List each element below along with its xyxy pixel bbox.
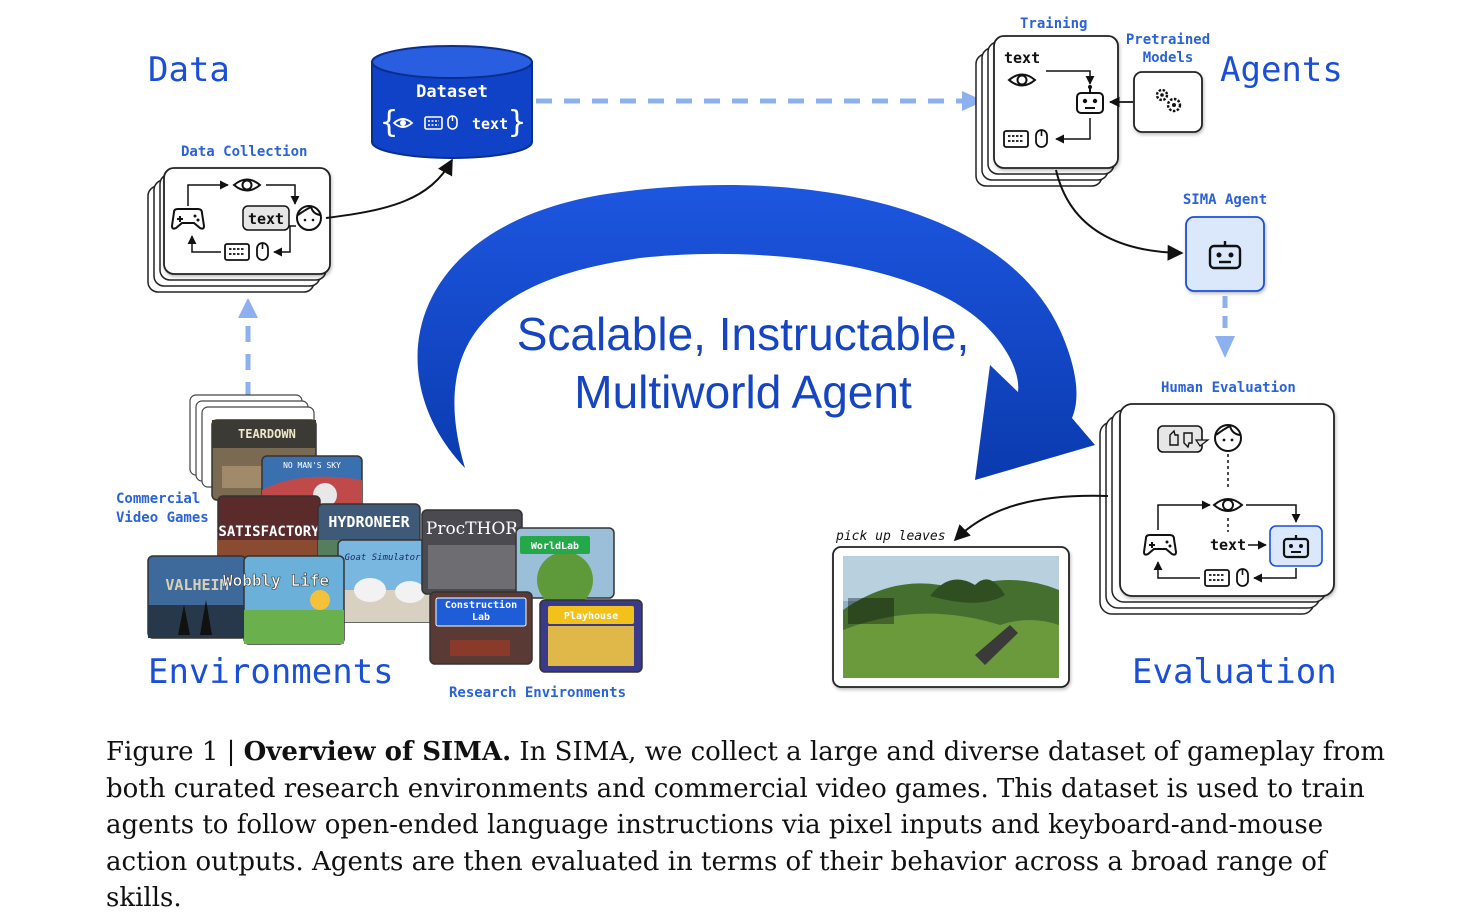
dataset-brace-left: { [380, 105, 398, 140]
section-label-environments: Environments [148, 652, 394, 692]
caption-prefix: Figure 1 | [106, 737, 244, 767]
env-to-collection-arrowhead [238, 298, 258, 318]
research-envs-collage: ProcTHOR WorldLab Construction Lab Playh… [421, 509, 643, 673]
env-tile-worldlab: WorldLab [515, 527, 615, 608]
data-collection-label: Data Collection [181, 144, 307, 160]
eval-to-screenshot-arrow [953, 494, 1109, 542]
game-title-teardown: TEARDOWN [238, 427, 296, 441]
game-tile-wobbly-life: Wobbly Life [223, 555, 345, 645]
agent-to-eval-arrowhead [1215, 336, 1235, 358]
sima-agent-label: SIMA Agent [1183, 192, 1267, 208]
keyboard-icon [1204, 569, 1230, 587]
eye-icon [232, 178, 262, 192]
center-title-line1: Scalable, Instructable, [517, 308, 970, 360]
game-title-valheim: VALHEIM [165, 576, 228, 594]
commercial-games-label-line1: Commercial [116, 491, 200, 507]
keyboard-icon [424, 116, 443, 130]
center-title-line2: Multiworld Agent [574, 366, 912, 418]
mouse-icon [1236, 568, 1249, 587]
center-title: Scalable, Instructable, Multiworld Agent [517, 308, 970, 418]
game-tile-goat-simulator: Goat Simulator 3 [337, 539, 439, 623]
mouse-icon [256, 242, 269, 261]
env-tile-playhouse: Playhouse [539, 599, 643, 673]
robot-icon [1076, 85, 1104, 114]
commercial-games-label-line2: Video Games [116, 510, 209, 526]
gamepad-icon [1142, 534, 1178, 556]
game-title-wobbly-life: Wobbly Life [223, 571, 329, 590]
eye-icon [1007, 73, 1037, 87]
env-title-construction-lab-line1: Construction [445, 599, 517, 611]
section-label-data: Data [148, 50, 230, 90]
eye-icon [392, 118, 414, 128]
env-title-construction-lab-line2: Lab [472, 612, 490, 623]
human-eval-card: text [1099, 403, 1335, 615]
game-title-goat-simulator: Goat Simulator 3 [345, 553, 432, 563]
collection-to-dataset-arrow [325, 158, 453, 219]
env-title-playhouse: Playhouse [564, 611, 618, 622]
robot-icon [1282, 535, 1310, 559]
game-tile-valheim: VALHEIM [147, 555, 247, 639]
screenshot-instruction: pick up leaves [835, 529, 946, 544]
feedback-bubble-icon [1157, 425, 1210, 453]
person-face-icon [296, 205, 322, 231]
caption-body: In SIMA, we collect a large and diverse … [106, 737, 1386, 913]
pretrained-models-box [1133, 71, 1203, 133]
env-tile-procthor: ProcTHOR [421, 509, 523, 595]
training-label: Training [1020, 16, 1087, 32]
game-title-hydroneer: HYDRONEER [328, 513, 410, 531]
data-collection-card: text [147, 167, 331, 293]
figure-caption: Figure 1 | Overview of SIMA. In SIMA, we… [106, 734, 1396, 917]
training-text-label: text [1004, 49, 1040, 67]
dataset-to-training-arrowhead [962, 91, 984, 111]
human-eval-label: Human Evaluation [1161, 380, 1296, 396]
research-envs-label: Research Environments [449, 685, 626, 701]
env-title-procthor: ProcTHOR [426, 519, 519, 539]
mouse-icon [447, 115, 458, 130]
pretrained-label-line1: Pretrained [1126, 32, 1210, 48]
keyboard-icon [1003, 130, 1029, 148]
robot-icon [1208, 241, 1242, 270]
dataset-brace-right: } [508, 105, 526, 140]
data-collection-text-chip: text [248, 210, 284, 228]
game-title-no-mans-sky: NO MAN'S SKY [283, 461, 341, 470]
dataset-cylinder: Dataset { } text [371, 45, 533, 159]
gears-icon [1155, 88, 1182, 113]
training-to-agent-arrow [1055, 169, 1184, 261]
pretrained-label-line2: Models [1143, 50, 1194, 66]
gameplay-screenshot [832, 546, 1070, 688]
mouse-icon [1035, 129, 1048, 148]
dataset-token-text: text [472, 115, 508, 133]
training-card: text [975, 35, 1119, 187]
game-title-satisfactory: SATISFACTORY [218, 524, 320, 540]
cycle-arrow-shape [417, 184, 1096, 481]
section-label-agents: Agents [1220, 50, 1343, 90]
gamepad-icon [170, 208, 206, 230]
human-eval-text-label: text [1210, 536, 1246, 554]
eye-icon [1212, 498, 1244, 512]
caption-bold: Overview of SIMA. [243, 737, 512, 767]
section-label-evaluation: Evaluation [1132, 652, 1337, 692]
env-title-worldlab: WorldLab [531, 541, 579, 552]
commercial-games-collage: TEARDOWN NO MAN'S SKY SATISFACTORY HYDRO… [147, 394, 439, 645]
dataset-title: Dataset [416, 82, 488, 102]
cycle-arrow [417, 184, 1096, 481]
sima-agent-box [1185, 216, 1265, 292]
env-tile-construction-lab: Construction Lab [429, 591, 533, 665]
person-face-icon [1214, 424, 1242, 452]
keyboard-icon [224, 243, 250, 261]
